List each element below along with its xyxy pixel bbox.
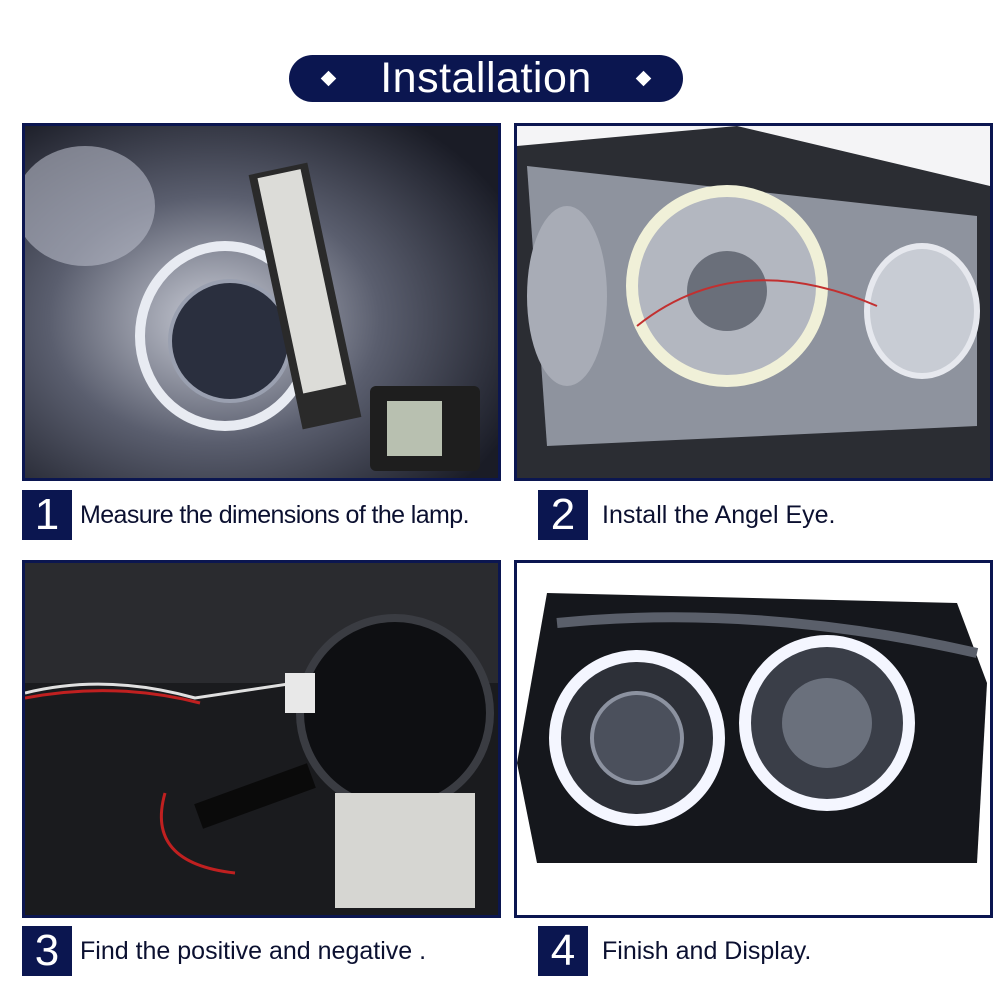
step-number-badge: 3 [22, 926, 72, 976]
step-2-photo [514, 123, 993, 481]
diamond-icon [635, 70, 652, 87]
angel-eye-installed-image [517, 126, 990, 478]
step-text: Find the positive and negative . [80, 936, 427, 965]
caliper-measuring-lamp-image [25, 126, 498, 478]
step-1-label: 1 Measure the dimensions of the lamp. [22, 490, 470, 540]
wiring-connection-image [25, 563, 498, 915]
page-title: Installation [380, 54, 592, 102]
step-1-photo [22, 123, 501, 481]
finished-headlight-display-image [517, 563, 990, 915]
step-text: Install the Angel Eye. [602, 500, 836, 529]
step-number-badge: 4 [538, 926, 588, 976]
installation-banner: Installation [289, 54, 683, 102]
step-text: Measure the dimensions of the lamp. [80, 500, 470, 529]
step-number-badge: 1 [22, 490, 72, 540]
step-text: Finish and Display. [602, 936, 812, 965]
step-4-photo [514, 560, 993, 918]
diamond-icon [320, 70, 337, 87]
step-3-photo [22, 560, 501, 918]
step-number-badge: 2 [538, 490, 588, 540]
step-2-label: 2 Install the Angel Eye. [538, 490, 835, 540]
step-3-label: 3 Find the positive and negative . [22, 926, 426, 976]
step-4-label: 4 Finish and Display. [538, 926, 811, 976]
